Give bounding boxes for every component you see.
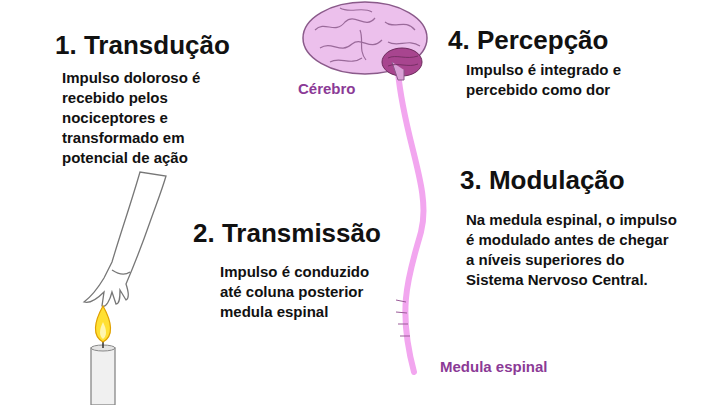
step-heading: 1. Transdução (55, 30, 230, 60)
spinal-cord (398, 72, 424, 372)
step-description: Impulso doloroso é recebido pelos nocice… (62, 68, 240, 168)
step-description: Impulso é conduzido até coluna posterior… (220, 262, 372, 322)
structure-label: Medula espinal (440, 358, 548, 376)
step-heading: 2. Transmissão (193, 218, 381, 248)
step-heading: 4. Percepção (448, 25, 608, 55)
structure-label: Cérebro (298, 80, 356, 98)
step-heading: 3. Modulação (460, 165, 625, 195)
step-description: Impulso é integrado e percebido como dor (466, 60, 666, 100)
candle (91, 306, 115, 405)
arm (84, 172, 166, 306)
brain (303, 2, 427, 80)
step-description: Na medula espinal, o impulso é modulado … (466, 210, 681, 290)
nerve-roots (396, 300, 410, 336)
